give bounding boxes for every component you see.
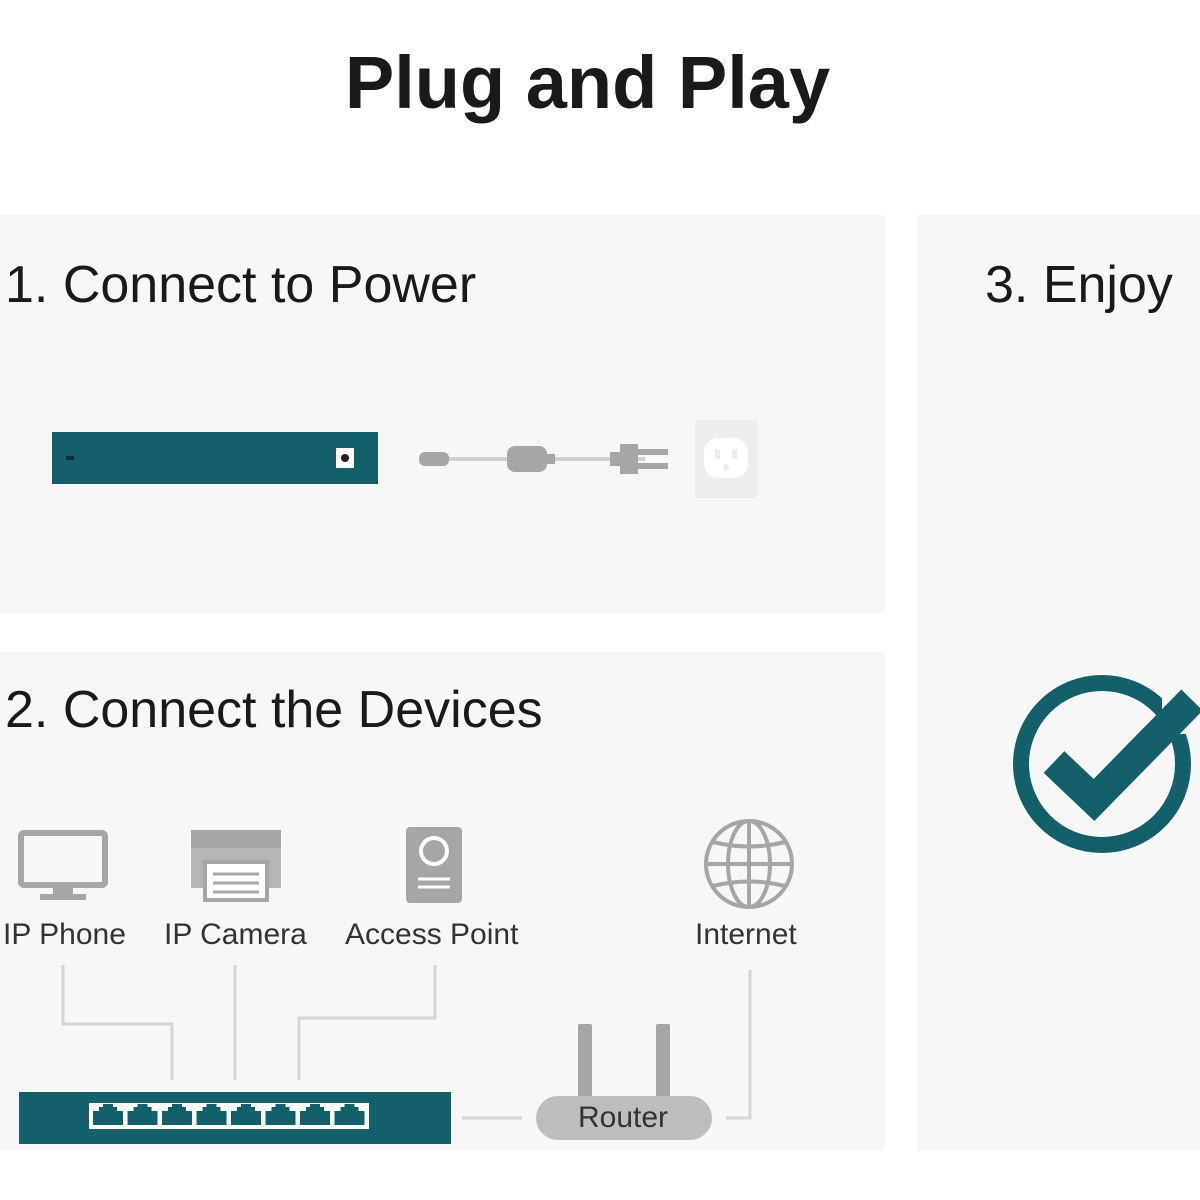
ethernet-port-icon — [300, 1104, 330, 1125]
ip-camera-label: IP Camera — [164, 918, 307, 951]
router-label: Router — [578, 1101, 669, 1134]
step-devices-heading: 2. Connect the Devices — [5, 681, 543, 739]
ethernet-port-icon — [93, 1104, 123, 1125]
ethernet-port-icon — [127, 1104, 158, 1125]
ethernet-port-icon — [334, 1104, 365, 1125]
step-power-panel — [0, 215, 885, 613]
printer-icon — [191, 830, 281, 902]
access-point-icon — [406, 827, 462, 903]
internet-label: Internet — [695, 918, 797, 951]
wall-outlet-icon — [695, 420, 757, 498]
step-power-heading: 1. Connect to Power — [5, 256, 477, 314]
monitor-icon — [18, 830, 108, 900]
step-enjoy-heading: 3. Enjoy — [985, 256, 1173, 314]
ethernet-port-icon — [162, 1104, 192, 1125]
access-point-label: Access Point — [345, 918, 519, 951]
ethernet-port-icon — [196, 1104, 227, 1125]
switch-front-icon — [19, 1092, 451, 1144]
power-adapter-icon — [419, 444, 668, 474]
ethernet-port-icon — [265, 1104, 296, 1125]
connection-lines — [61, 965, 752, 1120]
ip-phone-label: IP Phone — [3, 918, 126, 951]
switch-rear-icon — [52, 432, 378, 484]
step-enjoy-panel — [917, 215, 1200, 1150]
checkmark-icon — [1013, 675, 1200, 853]
page-title: Plug and Play — [344, 41, 831, 124]
router-icon — [536, 1024, 712, 1140]
ethernet-port-icon — [231, 1104, 261, 1125]
globe-icon — [704, 819, 794, 909]
